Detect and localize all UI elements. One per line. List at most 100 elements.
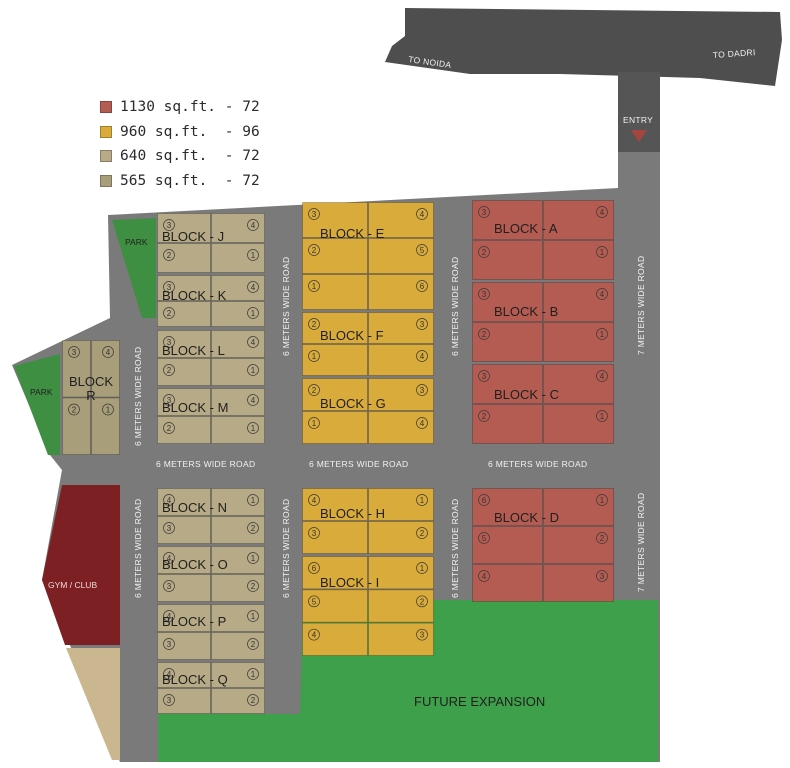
plot[interactable] <box>543 322 614 362</box>
plot[interactable] <box>157 546 211 574</box>
plot[interactable] <box>472 404 543 444</box>
plot[interactable] <box>302 312 368 344</box>
plot[interactable] <box>157 632 211 660</box>
plot[interactable] <box>211 488 265 516</box>
plot[interactable] <box>211 275 265 301</box>
plot[interactable] <box>543 282 614 322</box>
plot[interactable] <box>302 589 368 623</box>
park-left-label: PARK <box>30 387 53 397</box>
plot[interactable] <box>543 564 614 602</box>
plot[interactable] <box>368 488 434 521</box>
plot[interactable] <box>302 274 368 310</box>
plot[interactable] <box>211 330 265 358</box>
plot[interactable] <box>211 574 265 602</box>
plot-number: 2 <box>482 248 487 257</box>
plot[interactable] <box>157 330 211 358</box>
plot[interactable] <box>211 546 265 574</box>
plot-number-circle <box>247 336 259 348</box>
plot[interactable] <box>472 200 543 240</box>
plot[interactable] <box>368 312 434 344</box>
plot[interactable] <box>472 364 543 404</box>
plot[interactable] <box>211 416 265 444</box>
plot[interactable] <box>157 213 211 243</box>
plot[interactable] <box>157 275 211 301</box>
plot-number: 4 <box>600 372 605 381</box>
plot[interactable] <box>302 622 368 657</box>
plot-number: 1 <box>251 424 256 433</box>
plot[interactable] <box>157 416 211 444</box>
plot[interactable] <box>157 301 211 327</box>
plot[interactable] <box>211 662 265 688</box>
plot[interactable] <box>211 604 265 632</box>
plot[interactable] <box>368 521 434 554</box>
plot[interactable] <box>368 344 434 376</box>
plot[interactable] <box>368 274 434 310</box>
plot[interactable] <box>543 364 614 404</box>
plot[interactable] <box>368 411 434 444</box>
plot[interactable] <box>543 404 614 444</box>
plot[interactable] <box>157 243 211 273</box>
plot[interactable] <box>472 564 543 602</box>
plot[interactable] <box>157 388 211 416</box>
plot[interactable] <box>157 488 211 516</box>
plot[interactable] <box>211 688 265 714</box>
plot[interactable] <box>302 378 368 411</box>
plot[interactable] <box>211 632 265 660</box>
plot[interactable] <box>157 662 211 688</box>
plot[interactable] <box>211 213 265 243</box>
plot[interactable] <box>472 240 543 280</box>
plot[interactable] <box>62 340 91 398</box>
plot-number-circle <box>163 552 175 564</box>
plot[interactable] <box>302 488 368 521</box>
plot[interactable] <box>157 516 211 544</box>
plot[interactable] <box>157 688 211 714</box>
plot[interactable] <box>157 604 211 632</box>
plot[interactable] <box>211 388 265 416</box>
plot[interactable] <box>302 344 368 376</box>
plot[interactable] <box>543 240 614 280</box>
plot[interactable] <box>211 301 265 327</box>
plot[interactable] <box>91 340 120 398</box>
plot[interactable] <box>302 556 368 590</box>
plot[interactable] <box>472 322 543 362</box>
plot[interactable] <box>211 243 265 273</box>
plot[interactable] <box>211 516 265 544</box>
plot[interactable] <box>368 589 434 623</box>
plot[interactable] <box>368 238 434 274</box>
plot[interactable] <box>302 238 368 274</box>
plot[interactable] <box>368 622 434 657</box>
plot[interactable] <box>211 358 265 386</box>
plot[interactable] <box>157 574 211 602</box>
plot[interactable] <box>62 397 91 455</box>
plot[interactable] <box>368 556 434 590</box>
plot-number: 3 <box>482 208 487 217</box>
plot[interactable] <box>543 200 614 240</box>
plot[interactable] <box>302 411 368 444</box>
plot[interactable] <box>472 282 543 322</box>
plot[interactable] <box>302 521 368 554</box>
plot[interactable] <box>368 378 434 411</box>
plot[interactable] <box>157 358 211 386</box>
plot[interactable] <box>472 526 543 564</box>
plot[interactable] <box>543 526 614 564</box>
plot[interactable] <box>91 397 120 455</box>
block-label: BLOCK <box>69 374 113 389</box>
